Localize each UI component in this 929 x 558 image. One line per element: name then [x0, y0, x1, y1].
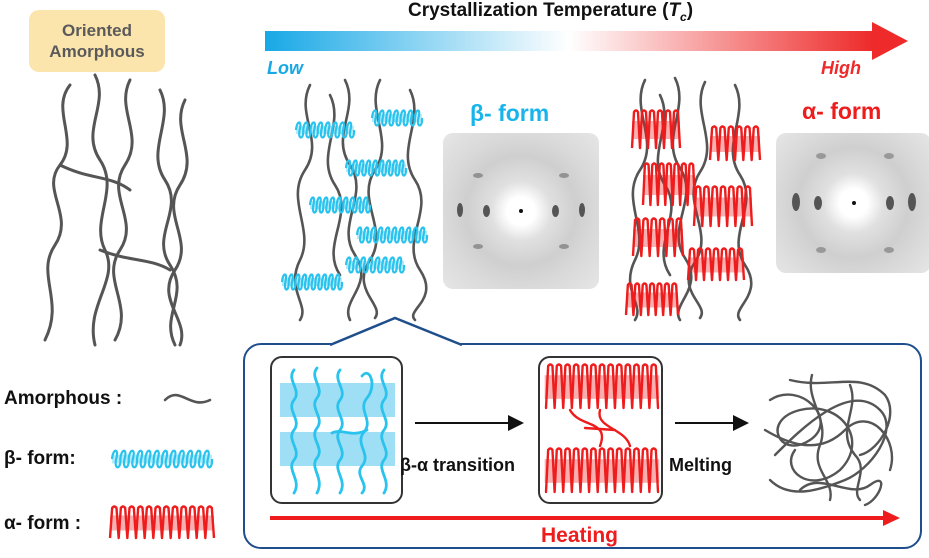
diffraction-spot	[483, 205, 490, 217]
alpha-box-graphic	[544, 363, 660, 494]
beta-crystal	[370, 109, 424, 127]
diffraction-spot	[886, 196, 894, 210]
beta-crystal	[355, 226, 429, 244]
beta-crystal	[280, 273, 344, 291]
badge-line1: Oriented	[62, 21, 132, 40]
alpha-crystal	[624, 282, 680, 317]
alpha-form-label: α- form	[802, 98, 882, 124]
oriented-amorphous-badge: Oriented Amorphous	[29, 10, 165, 72]
beta-box-chains	[290, 366, 388, 495]
center-dot	[519, 209, 523, 213]
beta-crystal	[294, 121, 356, 139]
diffraction-spot	[816, 247, 826, 253]
alpha-box-chains	[544, 363, 660, 494]
diffraction-spot	[792, 193, 800, 211]
alpha-structure	[624, 76, 762, 322]
alpha-crystal	[631, 217, 685, 258]
melting-label: Melting	[669, 455, 732, 475]
diffraction-spot	[559, 173, 569, 178]
beta-structure	[280, 78, 429, 322]
beta-oriented-box	[270, 356, 403, 504]
diffraction-spot	[579, 203, 585, 217]
beta-form-label: β- form	[470, 100, 550, 126]
diffraction-spot	[457, 203, 463, 217]
diffraction-spot	[816, 153, 826, 159]
beta-crystal	[308, 196, 372, 214]
high-label: High	[821, 58, 861, 78]
alpha-box-tie-chains	[568, 408, 632, 448]
heating-label: Heating	[541, 524, 619, 547]
legend-amorphous-label: Amorphous :	[4, 388, 123, 409]
alpha-box-lamella	[544, 447, 660, 494]
title-variable: T	[668, 0, 681, 21]
alpha-crystals	[624, 109, 762, 317]
alpha-oriented-box	[538, 356, 663, 504]
amorphous-chains-left	[43, 73, 189, 347]
beta-crystal	[344, 256, 406, 274]
legend-alpha-label: α- form :	[4, 513, 82, 534]
alpha-diffraction-pattern	[776, 133, 929, 273]
diffraction-spot	[908, 193, 916, 211]
diffraction-spot	[559, 244, 569, 249]
alpha-crystal	[630, 109, 682, 150]
temperature-arrow	[265, 22, 908, 60]
title-close: )	[686, 0, 694, 21]
center-dot	[852, 201, 856, 205]
diffraction-spot	[473, 244, 483, 249]
alpha-crystal	[686, 247, 746, 282]
page-title: Crystallization Temperature (Tc)	[408, 0, 693, 24]
transition-label: β-α transition	[400, 455, 516, 475]
beta-crystals	[280, 109, 429, 291]
beta-box-graphic	[280, 366, 395, 495]
alpha-crystal	[708, 125, 762, 162]
legend-beta-label: β- form:	[4, 448, 76, 469]
alpha-crystal	[641, 162, 697, 207]
badge-line2: Amorphous	[49, 42, 145, 61]
title-subscript: c	[680, 9, 687, 24]
beta-crystal	[344, 159, 408, 177]
title-main: Crystallization Temperature (	[408, 0, 669, 21]
heating-process-panel	[243, 343, 922, 549]
diffraction-spot	[884, 153, 894, 159]
diffraction-spot	[814, 196, 822, 210]
diffraction-spot	[884, 247, 894, 253]
diffraction-spot	[473, 173, 483, 178]
alpha-box-lamella	[544, 363, 660, 410]
low-label: Low	[267, 58, 303, 78]
beta-diffraction-pattern	[443, 133, 599, 289]
diffraction-spot	[552, 205, 559, 217]
alpha-crystal	[692, 185, 754, 228]
